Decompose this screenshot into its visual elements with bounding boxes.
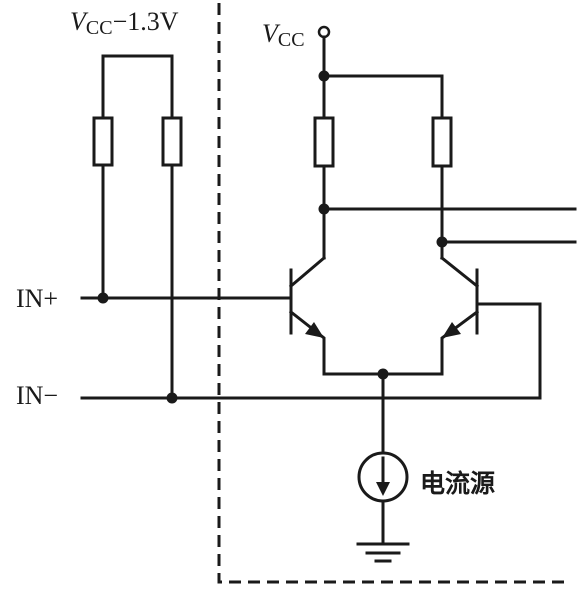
load-resistor-right bbox=[431, 116, 453, 168]
current-source-label: 电流源 bbox=[420, 469, 495, 498]
transistor-left bbox=[288, 255, 327, 376]
bias-resistor-right bbox=[161, 116, 183, 167]
junction-dots bbox=[97, 70, 448, 404]
vcc-minus-label: VCC−1.3V bbox=[70, 7, 179, 39]
bias-resistor-left bbox=[92, 116, 114, 167]
vcc-rail bbox=[313, 25, 453, 168]
dashed-boundary bbox=[217, 3, 570, 584]
vcc-label: VCC bbox=[262, 19, 305, 51]
emitter-arrow-right bbox=[442, 322, 461, 338]
in-minus-label: IN− bbox=[16, 381, 58, 410]
current-source bbox=[357, 451, 409, 503]
ground-icon bbox=[356, 542, 410, 563]
emitter-arrow-left bbox=[305, 322, 324, 338]
in-plus-label: IN+ bbox=[16, 284, 58, 313]
bias-network bbox=[92, 54, 183, 400]
current-arrow-icon bbox=[376, 482, 390, 496]
load-resistor-left bbox=[313, 116, 335, 168]
transistor-right bbox=[439, 255, 480, 376]
in-minus-wire bbox=[80, 302, 542, 400]
